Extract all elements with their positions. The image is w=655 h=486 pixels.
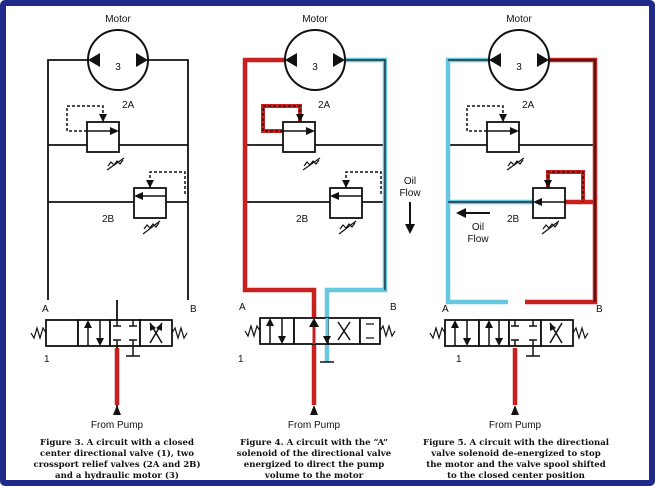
pump-arrow-icon: [511, 405, 519, 415]
port-a-label: A: [42, 304, 49, 315]
svg-text:valve solenoid de-energized to: valve solenoid de-energized to stop: [430, 449, 600, 459]
return-line: [445, 57, 508, 305]
motor-number: 3: [115, 62, 121, 73]
caption: Figure 4. A circuit with the “A” solenoi…: [237, 438, 392, 481]
port-b-label: B: [190, 304, 197, 315]
svg-text:solenoid of the directional va: solenoid of the directional valve: [237, 449, 392, 459]
relief-valve-2b: [532, 170, 585, 235]
flow-indicator: Oil Flow: [456, 208, 490, 245]
figure-4: 3 Motor 2A 2B Oil Flow: [237, 14, 422, 481]
svg-text:center directional valve (1),: center directional valve (1), two: [40, 448, 194, 459]
svg-text:Flow: Flow: [467, 234, 489, 245]
relief-valve-2a: [66, 105, 125, 171]
directional-valve: [429, 319, 589, 357]
svg-text:Figure 3. A circuit with a clo: Figure 3. A circuit with a closed: [40, 438, 194, 448]
valve-2a-label: 2A: [522, 100, 535, 111]
relief-valve-2a: [261, 104, 321, 171]
pump-label: From Pump: [489, 420, 542, 431]
valve-2b-label: 2B: [102, 214, 115, 225]
svg-text:Oil: Oil: [472, 222, 484, 233]
motor-number: 3: [312, 62, 318, 73]
svg-text:energized to direct the pump: energized to direct the pump: [244, 460, 385, 470]
dcv-label: 1: [44, 354, 50, 365]
pump-label: From Pump: [288, 420, 341, 431]
flow-left-arrow-icon: [456, 208, 466, 218]
figure-3: 3 Motor 2A 2B: [30, 14, 201, 481]
caption: Figure 3. A circuit with a closed center…: [33, 438, 200, 481]
motor-label: Motor: [105, 14, 131, 25]
valve-2b-label: 2B: [296, 214, 309, 225]
svg-text:and a hydraulic motor (3): and a hydraulic motor (3): [55, 470, 179, 481]
svg-text:to the closed center position: to the closed center position: [447, 471, 586, 481]
motor: 3: [488, 29, 550, 91]
flow-indicator: Oil Flow: [399, 176, 421, 234]
svg-text:crossport relief valves (2A an: crossport relief valves (2A and 2B): [33, 459, 200, 470]
svg-text:Flow: Flow: [399, 188, 421, 199]
pump-arrow-icon: [310, 405, 318, 415]
valve-2a-label: 2A: [318, 100, 331, 111]
port-b-label: B: [596, 304, 603, 315]
motor-label: Motor: [302, 14, 328, 25]
caption: Figure 5. A circuit with the directional…: [423, 438, 610, 481]
pump-label: From Pump: [91, 420, 144, 431]
valve-2a-label: 2A: [122, 100, 135, 111]
directional-valve: [30, 319, 188, 357]
svg-text:volume to the motor: volume to the motor: [264, 471, 364, 481]
port-a-label: A: [239, 302, 246, 313]
svg-text:the motor and the valve spool: the motor and the valve spool shifted: [426, 460, 606, 470]
dcv-label: 1: [456, 354, 462, 365]
svg-text:Figure 5. A circuit with the d: Figure 5. A circuit with the directional: [423, 438, 610, 448]
motor: 3: [87, 29, 149, 91]
motor-number: 3: [516, 62, 522, 73]
relief-valve-2b: [133, 171, 186, 235]
valve-2b-label: 2B: [507, 214, 520, 225]
pressure-line: [242, 57, 317, 405]
svg-text:Oil: Oil: [404, 176, 416, 187]
motor: 3: [284, 29, 346, 91]
port-b-label: B: [390, 302, 397, 313]
svg-text:Figure 4. A circuit with the “: Figure 4. A circuit with the “A”: [240, 438, 388, 448]
motor-label: Motor: [506, 14, 532, 25]
relief-valve-2b: [329, 171, 382, 235]
circuit-lines: [245, 144, 385, 203]
figure-5: 3 Motor 2A 2B Oil Flow: [423, 14, 610, 481]
relief-valve-2a: [466, 105, 525, 171]
port-a-label: A: [442, 304, 449, 315]
directional-valve: [244, 317, 396, 363]
flow-down-arrow-icon: [405, 224, 415, 234]
dcv-label: 1: [238, 354, 244, 365]
pump-arrow-icon: [113, 405, 121, 415]
